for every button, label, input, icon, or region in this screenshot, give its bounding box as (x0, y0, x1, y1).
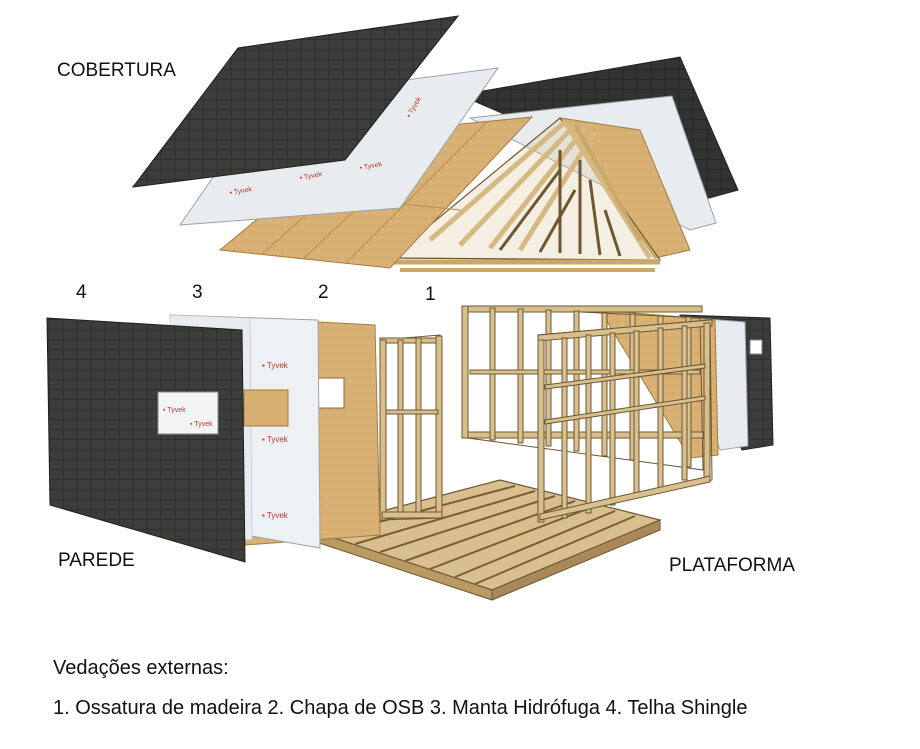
svg-text:▪ Tyvek: ▪ Tyvek (262, 511, 289, 520)
left-wall-shingle-window (157, 391, 219, 435)
left-wall-shingle (46, 317, 246, 563)
roof-label: COBERTURA (57, 60, 176, 81)
svg-text:▪ Tyvek: ▪ Tyvek (190, 421, 213, 428)
left-wall-membrane-brand-marks: ▪ Tyvek ▪ Tyvek ▪ Tyvek (262, 361, 289, 520)
wall-label: PAREDE (58, 550, 135, 571)
layer-number-1: 1 (425, 284, 436, 305)
left-wall-frame (379, 334, 443, 521)
svg-text:▪ Tyvek: ▪ Tyvek (229, 186, 253, 197)
caption-title: Vedações externas: (53, 657, 229, 679)
svg-text:▪ Tyvek: ▪ Tyvek (262, 435, 289, 444)
roof-assembly: ▪ Tyvek ▪ Tyvek ▪ Tyvek ▪ Tyvek ▪ Tyvek … (131, 15, 739, 272)
roof-shingle-left (131, 15, 460, 188)
svg-text:▪ Tyvek: ▪ Tyvek (262, 361, 289, 370)
caption-legend: 1. Ossatura de madeira 2. Chapa de OSB 3… (53, 697, 748, 719)
svg-text:▪ Tyvek: ▪ Tyvek (359, 161, 383, 172)
window-brand-marks: ▪ Tyvek ▪ Tyvek (163, 407, 213, 428)
svg-text:▪ Tyvek: ▪ Tyvek (299, 171, 323, 182)
platform-label: PLATAFORMA (669, 555, 795, 576)
left-wall-osb-window (317, 377, 345, 409)
layer-number-3: 3 (192, 282, 203, 303)
right-wall-frame (537, 319, 713, 523)
left-wall-assembly: ▪ Tyvek ▪ Tyvek ▪ Tyvek ▪ Tyvek ▪ Tyvek (46, 314, 443, 563)
layer-number-2: 2 (318, 282, 329, 303)
layer-number-4: 4 (76, 282, 87, 303)
svg-text:▪ Tyvek: ▪ Tyvek (163, 407, 186, 414)
roof-trusses (388, 117, 662, 272)
